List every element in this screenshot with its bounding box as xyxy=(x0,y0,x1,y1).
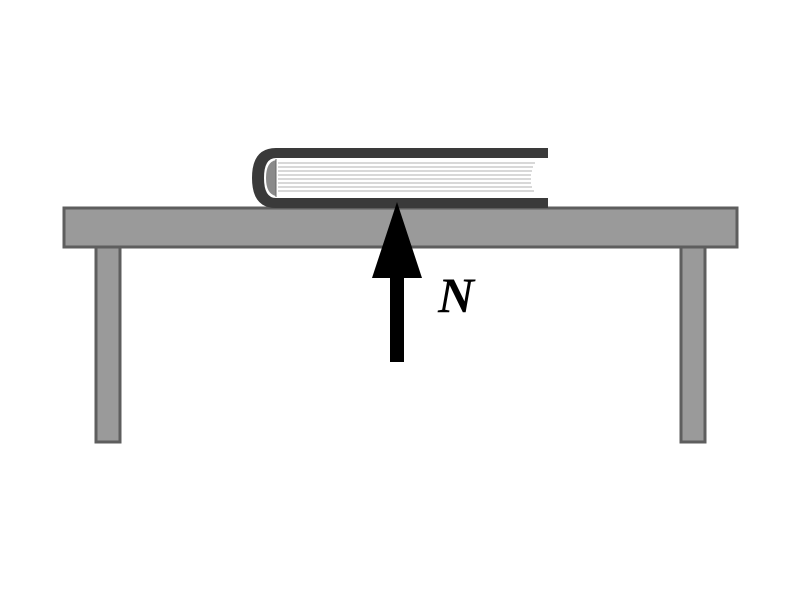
force-label-n: N xyxy=(438,267,475,323)
book xyxy=(252,148,548,208)
table-leg-left xyxy=(94,244,122,444)
normal-force-arrow xyxy=(372,202,422,362)
table-leg-right xyxy=(679,244,707,444)
